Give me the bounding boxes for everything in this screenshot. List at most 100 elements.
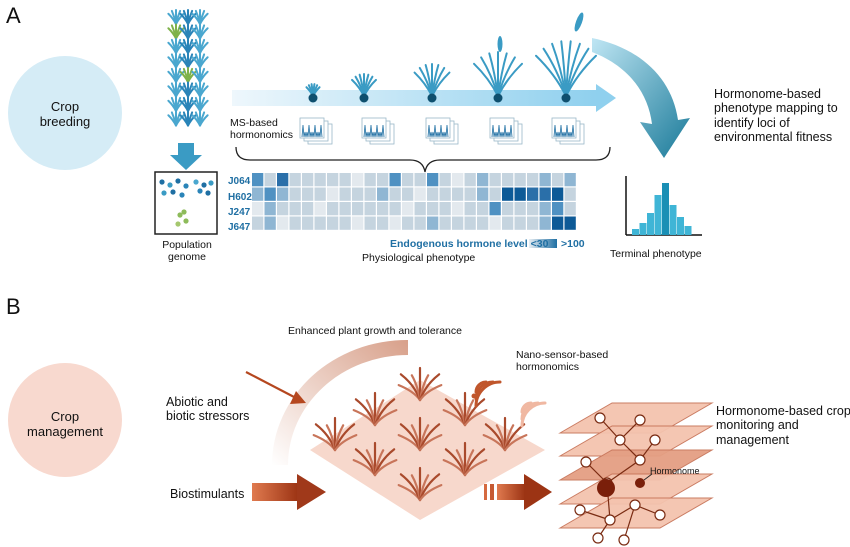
heatmap-cell [302, 173, 314, 187]
heatmap-cell [352, 173, 364, 187]
terminal-phenotype-histogram [625, 176, 702, 236]
heatmap-cell [414, 202, 426, 216]
heatmap-cell [564, 187, 576, 201]
leaf [187, 27, 197, 40]
heatmap-cell [464, 173, 476, 187]
heatmap-cell [377, 202, 389, 216]
network-node [629, 499, 641, 511]
heatmap-cell [389, 202, 401, 216]
heatmap-cell [477, 202, 489, 216]
genome-dot [183, 183, 189, 189]
heatmap-cell [514, 173, 526, 187]
crop-breeding-line1: Crop [50, 99, 80, 114]
crop-management-line2: management [27, 423, 103, 439]
heatmap-cell [477, 173, 489, 187]
crop-monitoring-label: Hormonome-based crop monitoring and mana… [716, 404, 850, 447]
population-genome-box [154, 171, 218, 235]
heatmap-cell [439, 187, 451, 201]
heatmap-cell [514, 187, 526, 201]
heatmap-cell [364, 202, 376, 216]
hormone-pointer [643, 473, 653, 481]
nano-sensor-label: Nano-sensor-based hormonomics [516, 349, 608, 373]
heatmap-cell [539, 187, 551, 201]
heatmap-cell [514, 202, 526, 216]
biostimulants-label: Biostimulants [170, 487, 245, 501]
heatmap-cell [414, 216, 426, 230]
crop-breeding-label: Crop breeding [30, 99, 100, 130]
histogram-bar [677, 217, 684, 235]
heatmap-cell [552, 202, 564, 216]
hormone-node [597, 479, 615, 497]
heatmap-cell [539, 216, 551, 230]
histogram-bar [639, 223, 647, 235]
heatmap-cell [502, 187, 514, 201]
leaf [175, 85, 185, 98]
field-leaf [373, 408, 398, 427]
heatmap-cell [339, 216, 351, 230]
spectrum-peaks [553, 124, 575, 138]
leaf [187, 12, 197, 25]
abiotic-line2: biotic stressors [166, 409, 250, 424]
hormonome-network-layers [558, 402, 714, 546]
heatmap-cell [502, 216, 514, 230]
heatmap-row-label: J247 [228, 207, 251, 218]
terminal-phenotype-label: Terminal phenotype [610, 248, 702, 260]
leaf [199, 56, 209, 69]
abiotic-line1: Abiotic and [166, 395, 228, 409]
stressors-label: Abiotic and biotic stressors [166, 395, 249, 424]
heatmap-cell [389, 216, 401, 230]
heatmap-cell [389, 173, 401, 187]
genome-dots [159, 178, 214, 227]
leaf [187, 114, 197, 127]
heatmap-cell [464, 187, 476, 201]
heatmap-cell [327, 173, 339, 187]
genome-dot [179, 192, 185, 198]
field-leaf [503, 433, 528, 452]
heatmap-cell [252, 173, 264, 187]
nano-line1: Nano-sensor-based [516, 349, 609, 361]
heatmap-cell [252, 216, 264, 230]
field-leaf [373, 458, 398, 477]
heatmap-cell [289, 202, 301, 216]
heatmap-cell [289, 173, 301, 187]
network-node [654, 509, 666, 521]
stage-node [359, 93, 369, 103]
heatmap-cell [452, 187, 464, 201]
hormone-heatmap [252, 173, 576, 230]
spike [497, 36, 503, 52]
heatmap-cell [252, 202, 264, 216]
leaf [199, 85, 209, 98]
heatmap-cell [339, 187, 351, 201]
genome-dot [208, 180, 214, 186]
network-node [649, 434, 661, 446]
heatmap-cell [527, 202, 539, 216]
leaf [187, 41, 197, 54]
leaf [199, 12, 209, 25]
leaf [187, 56, 197, 69]
panel-b-letter: B [6, 294, 21, 319]
heatmap-cell [539, 202, 551, 216]
network-node [594, 412, 606, 424]
stressor-arrow-icon [245, 371, 306, 404]
leaf [199, 70, 209, 83]
monitor-line1: Hormonome-based crop [716, 404, 850, 418]
histogram-bar [632, 229, 639, 235]
heatmap-cell [264, 187, 276, 201]
ms-label-line1: MS-based [230, 117, 278, 129]
hormonome-label: Hormonome [650, 466, 700, 476]
heatmap-cell [264, 173, 276, 187]
heatmap-cell [352, 187, 364, 201]
network-node [574, 504, 586, 516]
crop-field [310, 380, 545, 520]
crop-management-circle [8, 363, 122, 477]
leaf [175, 12, 185, 25]
heatmap-row-label: J647 [228, 222, 251, 233]
heatmap-cell [527, 216, 539, 230]
heatmap-cell [302, 216, 314, 230]
heatmap-cell [402, 202, 414, 216]
heatmap-cell [452, 202, 464, 216]
hormone-level-legend-high: >100 [561, 238, 585, 250]
heatmap-cell [427, 216, 439, 230]
heatmap-cell [439, 173, 451, 187]
heatmap-cell [552, 216, 564, 230]
